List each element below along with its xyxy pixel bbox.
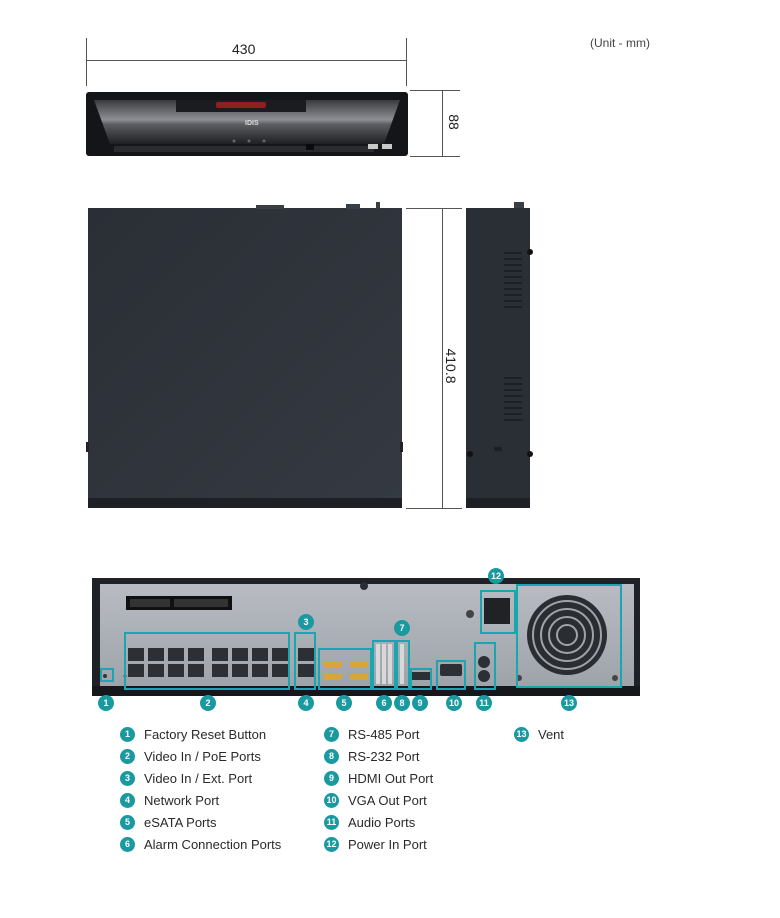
dim-extension-depth-bottom	[406, 508, 462, 509]
legend-label: HDMI Out Port	[348, 770, 434, 786]
legend-label: eSATA Ports	[144, 814, 217, 830]
legend-item: 11 Audio Ports	[324, 813, 415, 831]
legend-item: 12 Power In Port	[324, 835, 427, 853]
legend-label: Audio Ports	[348, 814, 416, 830]
highlight-esata	[318, 648, 372, 690]
depth-dimension-line	[442, 208, 443, 508]
callout-3: 3	[298, 614, 314, 630]
top-panel-image	[86, 202, 403, 508]
callout-9: 9	[412, 695, 428, 711]
highlight-alarm	[372, 640, 396, 690]
legend-label: Alarm Connection Ports	[144, 836, 282, 852]
highlight-reset	[100, 668, 114, 682]
width-dimension-label: 430	[232, 41, 256, 57]
legend-label: Video In / Ext. Port	[144, 770, 253, 786]
rear-panel-image	[92, 578, 640, 696]
front-logo: IDIS	[245, 120, 259, 127]
height-dimension-line	[442, 90, 443, 156]
callout-2: 2	[200, 695, 216, 711]
legend-number: 10	[324, 792, 339, 808]
callout-10: 10	[446, 695, 462, 711]
legend-item: 5 eSATA Ports	[120, 813, 217, 831]
highlight-audio	[474, 642, 496, 690]
legend-label: RS-232 Port	[348, 748, 420, 764]
highlight-power	[480, 590, 516, 634]
legend-number: 9	[324, 770, 339, 786]
legend-item: 4 Network Port	[120, 791, 219, 809]
highlight-vent	[516, 584, 622, 688]
legend-number: 4	[120, 792, 135, 808]
legend-item: 7 RS-485 Port	[324, 725, 420, 743]
callout-1: 1	[98, 695, 114, 711]
legend-label: RS-485 Port	[348, 726, 420, 742]
legend-label: Video In / PoE Ports	[144, 748, 261, 764]
width-dimension-line	[86, 60, 406, 61]
legend-number: 2	[120, 748, 135, 764]
legend-item: 10 VGA Out Port	[324, 791, 427, 809]
dim-extension-depth-top	[406, 208, 462, 209]
legend-label: Power In Port	[348, 836, 427, 852]
callout-11: 11	[476, 695, 492, 711]
legend-number: 13	[514, 726, 529, 742]
dim-extension-right	[406, 38, 407, 86]
legend-label: Factory Reset Button	[144, 726, 267, 742]
legend-item: 6 Alarm Connection Ports	[120, 835, 281, 853]
legend-label: VGA Out Port	[348, 792, 427, 808]
legend-item: 8 RS-232 Port	[324, 747, 420, 765]
legend-number: 11	[324, 814, 339, 830]
callout-8: 8	[394, 695, 410, 711]
legend-number: 6	[120, 836, 135, 852]
legend-item: 1 Factory Reset Button	[120, 725, 266, 743]
legend-label: Network Port	[144, 792, 220, 808]
callout-6: 6	[376, 695, 392, 711]
legend-item: 9 HDMI Out Port	[324, 769, 433, 787]
highlight-vga	[436, 660, 466, 690]
height-dimension-label: 88	[446, 114, 462, 130]
highlight-ext	[294, 632, 316, 690]
callout-12: 12	[488, 568, 504, 584]
highlight-poe	[124, 632, 290, 690]
dim-extension-left	[86, 38, 87, 86]
legend-number: 8	[324, 748, 339, 764]
legend-item: 3 Video In / Ext. Port	[120, 769, 252, 787]
legend-item: 2 Video In / PoE Ports	[120, 747, 261, 765]
callout-5: 5	[336, 695, 352, 711]
callout-13: 13	[561, 695, 577, 711]
dim-extension-bottom	[410, 156, 460, 157]
legend-number: 12	[324, 836, 339, 852]
dim-extension-top	[410, 90, 460, 91]
legend-number: 5	[120, 814, 135, 830]
unit-label: (Unit - mm)	[590, 36, 650, 50]
callout-4: 4	[298, 695, 314, 711]
callout-7: 7	[394, 620, 410, 636]
legend-number: 1	[120, 726, 135, 742]
highlight-rs485	[396, 640, 410, 690]
legend-item: 13 Vent	[514, 725, 564, 743]
legend-number: 7	[324, 726, 339, 742]
depth-dimension-label: 410.8	[443, 348, 459, 384]
front-panel-image	[86, 92, 408, 156]
side-panel-image	[466, 202, 533, 508]
legend-number: 3	[120, 770, 135, 786]
legend-label: Vent	[538, 726, 565, 742]
highlight-hdmi	[410, 668, 432, 690]
